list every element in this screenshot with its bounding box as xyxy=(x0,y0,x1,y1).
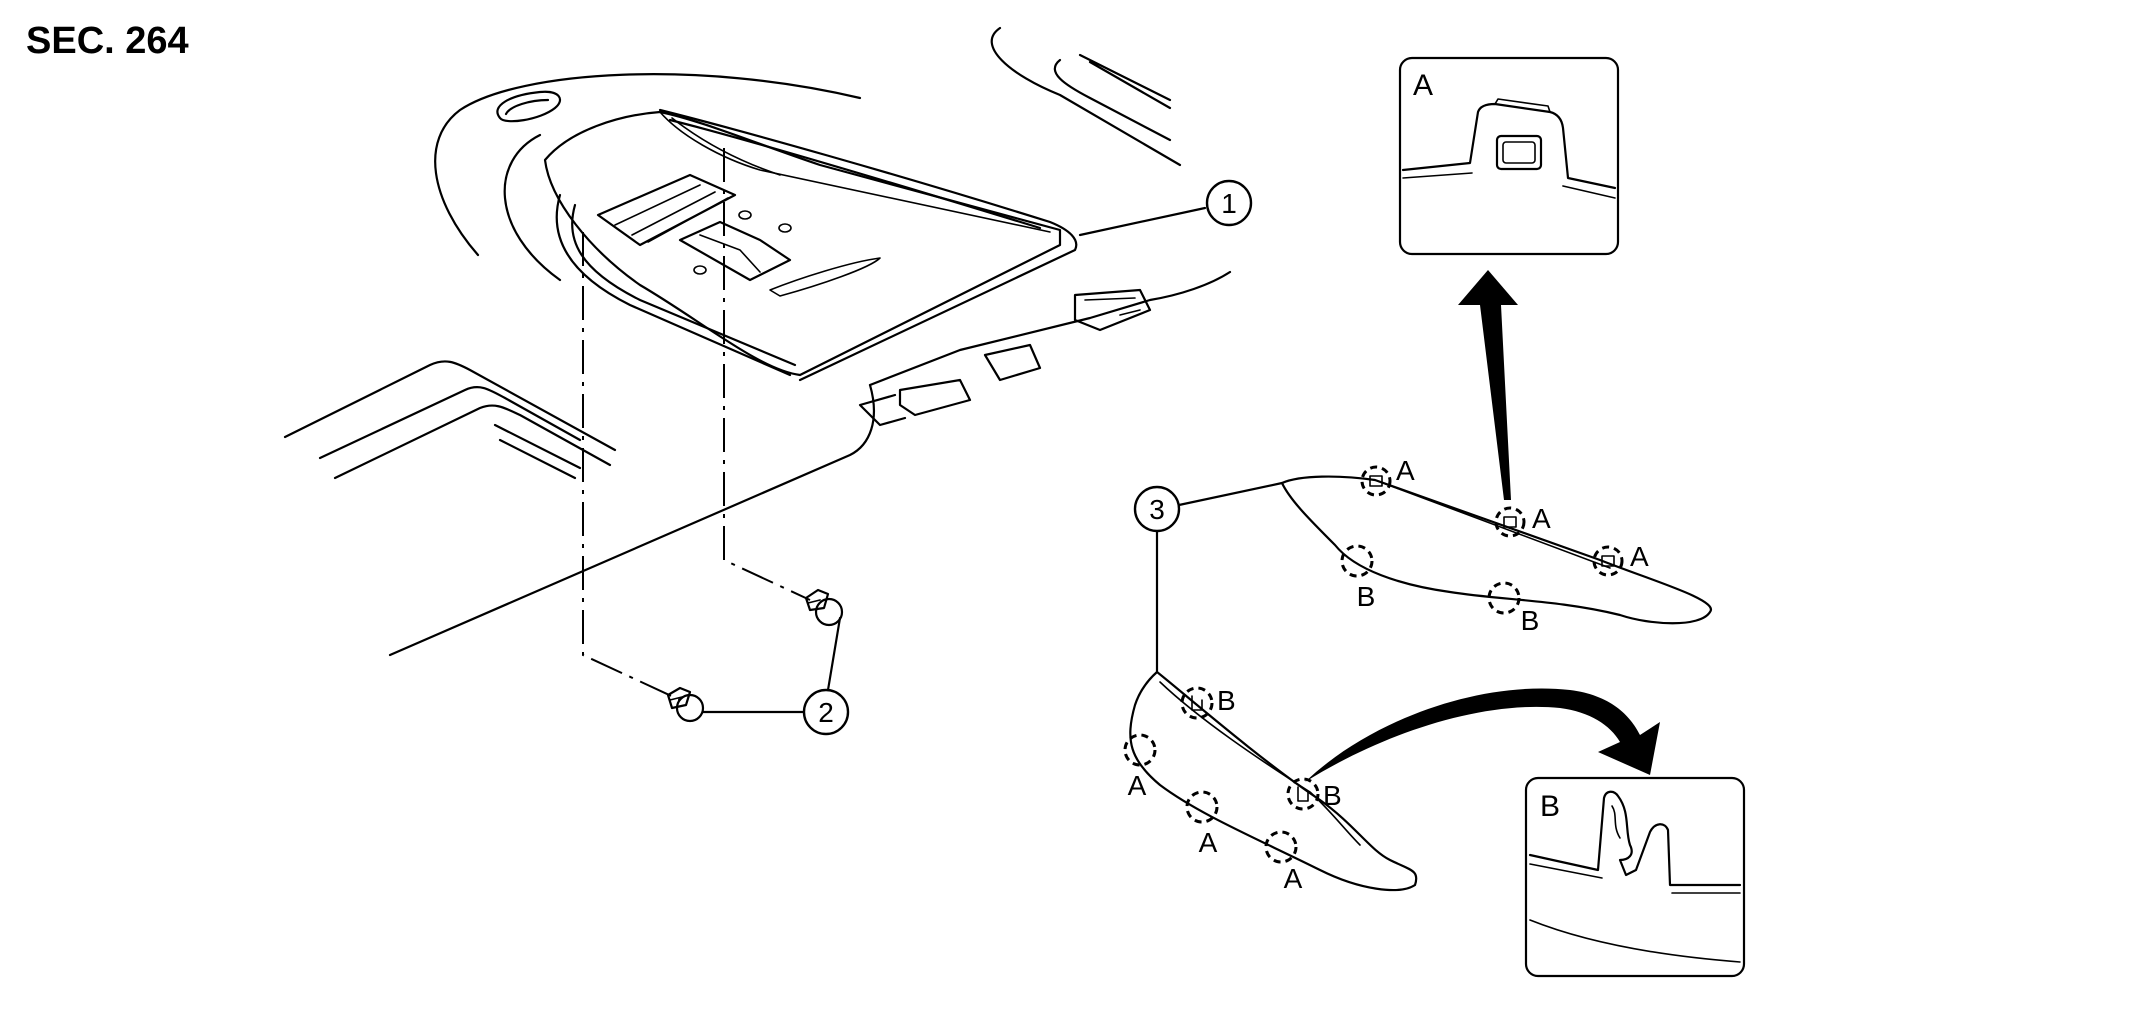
clip-a-6: A xyxy=(1264,830,1303,894)
lens-lower: B B A A A xyxy=(1123,670,1418,894)
clip-a-2-label: A xyxy=(1532,503,1551,534)
clip-b-3: B xyxy=(1180,685,1236,720)
bulb-upper xyxy=(804,588,844,627)
clip-a-2: A xyxy=(1494,503,1551,538)
clip-a-3-label: A xyxy=(1630,541,1649,572)
clip-b-4: B xyxy=(1286,777,1342,811)
detail-b-label: B xyxy=(1540,790,1560,823)
detail-view-a: A xyxy=(1398,56,1620,256)
callout-1: 1 xyxy=(1078,179,1253,237)
clip-a-5-label: A xyxy=(1199,827,1218,858)
clip-a-5: A xyxy=(1185,790,1219,858)
callout-2-label: 2 xyxy=(818,697,834,728)
bulbs xyxy=(582,148,844,723)
arrow-to-detail-b xyxy=(1305,688,1660,782)
clip-b-2: B xyxy=(1487,581,1540,636)
callout-2: 2 xyxy=(802,688,850,736)
callout-3-label: 3 xyxy=(1149,494,1165,525)
arrow-to-detail-a xyxy=(1458,270,1518,500)
detail-a-label: A xyxy=(1413,69,1433,102)
lens-upper: A A A B B xyxy=(1280,455,1712,636)
callout-3: 3 xyxy=(1133,481,1284,674)
overhead-console xyxy=(543,110,1152,427)
clip-a-3: A xyxy=(1592,541,1649,577)
roof-headliner xyxy=(283,26,1232,657)
clip-a-4-label: A xyxy=(1128,770,1147,801)
clip-a-1-label: A xyxy=(1396,455,1415,486)
clip-b-2-label: B xyxy=(1521,605,1540,636)
bulb-lower xyxy=(666,686,705,723)
clip-b-3-label: B xyxy=(1217,685,1236,716)
clip-b-1: B xyxy=(1340,544,1376,612)
clip-b-4-label: B xyxy=(1323,780,1342,811)
section-title: SEC. 264 xyxy=(26,20,189,62)
detail-view-b: B xyxy=(1524,776,1746,978)
clip-b-1-label: B xyxy=(1357,581,1376,612)
callout-1-label: 1 xyxy=(1221,188,1237,219)
clip-a-4: A xyxy=(1123,733,1157,801)
clip-a-6-label: A xyxy=(1284,863,1303,894)
clip-a-1: A xyxy=(1360,455,1415,497)
